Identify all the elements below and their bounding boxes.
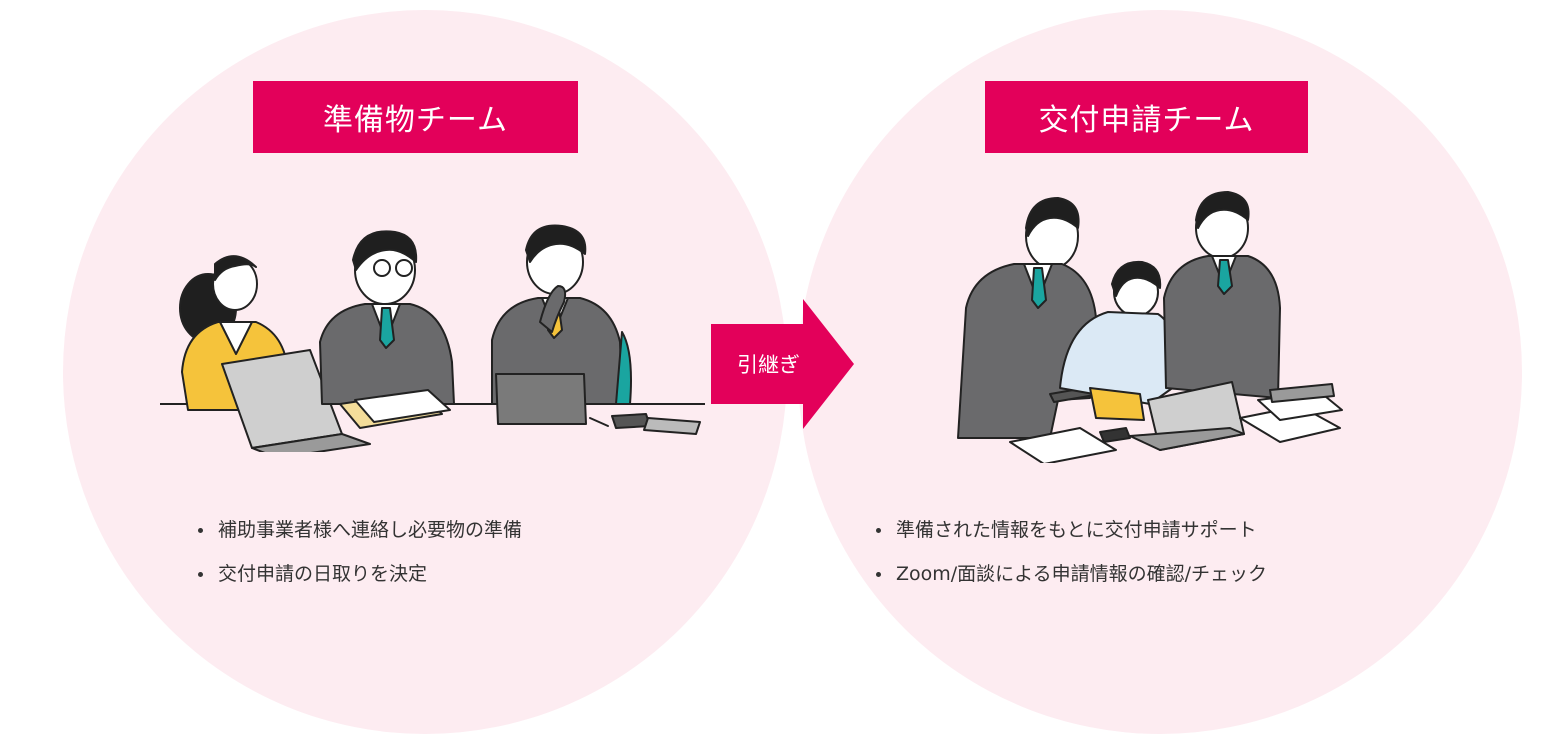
left-team-task-list: 補助事業者様へ連絡し必要物の準備 交付申請の日取りを決定 [196,508,522,596]
handoff-arrow [711,299,854,429]
handoff-label: 引継ぎ [737,353,800,377]
list-item: 準備された情報をもとに交付申請サポート [874,508,1267,552]
list-item: 補助事業者様へ連絡し必要物の準備 [196,508,522,552]
right-team-task-list: 準備された情報をもとに交付申請サポート Zoom/面談による申請情報の確認/チェ… [874,508,1267,596]
list-item: Zoom/面談による申請情報の確認/チェック [874,552,1267,596]
left-team-title: 準備物チーム [253,81,578,153]
meeting-illustration [160,224,705,452]
list-item: 交付申請の日取りを決定 [196,552,522,596]
right-team-title: 交付申請チーム [985,81,1308,153]
review-illustration [957,191,1343,463]
